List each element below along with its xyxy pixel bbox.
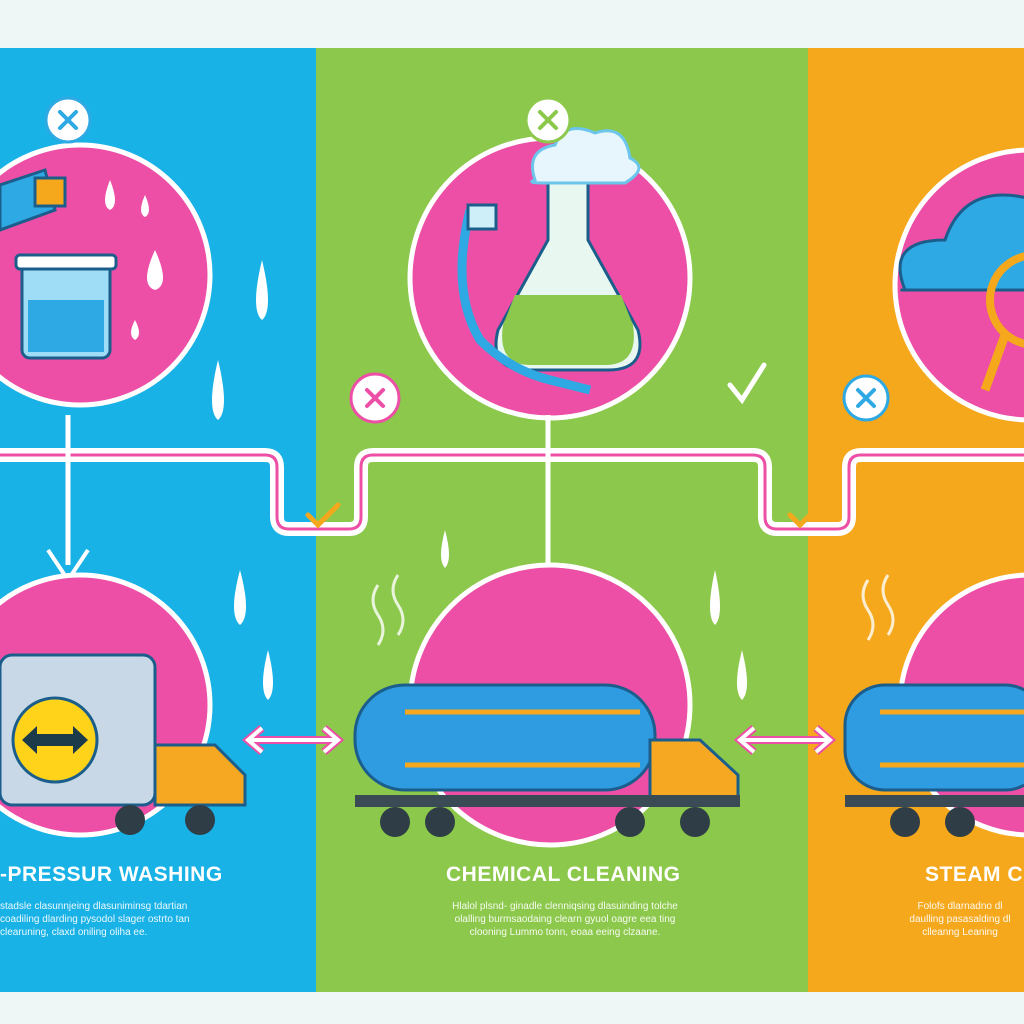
panel-title-washing: -PRESSUR WASHING xyxy=(0,863,223,886)
double-arrow-icon xyxy=(241,724,837,756)
panel-title-steam: STEAM C xyxy=(925,863,1023,886)
panel-body-steam: Folofs dlarnadno dl daulling pasasalding… xyxy=(909,901,1011,938)
check-icon xyxy=(305,362,823,529)
close-x-marks xyxy=(58,110,876,408)
tanker-truck-icon-chemical xyxy=(353,683,740,837)
panel-body-chemical: Hlalol plsnd- ginadle clenniqsing dlasui… xyxy=(452,901,678,938)
panel-title-chemical: CHEMICAL CLEANING xyxy=(446,863,681,886)
steam-wave-icon xyxy=(371,574,895,646)
double-arrow-icon xyxy=(22,726,88,754)
tanker-truck-icon-steam xyxy=(843,683,1024,837)
magnifier-icon xyxy=(980,252,1024,392)
beaker-icon xyxy=(14,253,118,360)
water-drop-icon xyxy=(105,180,747,700)
panel-body-washing: stadsle clasunnjeing dlasuniminsg tdarti… xyxy=(0,901,190,938)
flask-icon xyxy=(457,178,642,395)
spray-nozzle-icon xyxy=(0,168,67,232)
tanker-truck-icon-washing xyxy=(0,653,247,835)
